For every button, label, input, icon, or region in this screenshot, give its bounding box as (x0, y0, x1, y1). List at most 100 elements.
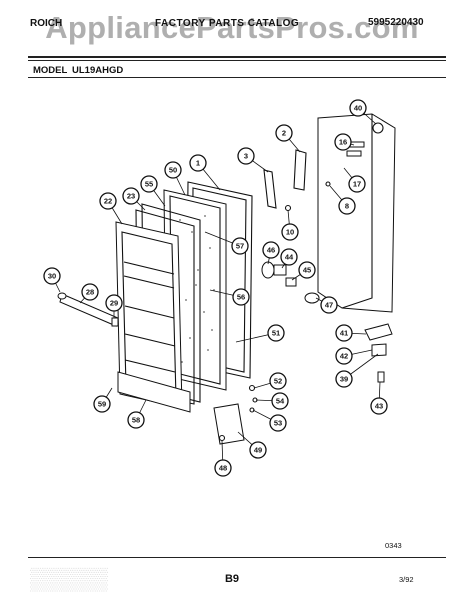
callout-circle (164, 161, 182, 179)
callout-circle (93, 395, 111, 413)
revision-date: 3/92 (399, 575, 414, 584)
callout-label: 17 (353, 180, 361, 189)
door-kick-plate (117, 371, 191, 413)
callout-label: 59 (98, 400, 106, 409)
callout-circle (232, 288, 250, 306)
callout-label: 55 (145, 180, 153, 189)
callout-circle (249, 441, 267, 459)
callout-43: 43 (370, 397, 388, 415)
callout-label: 57 (236, 242, 244, 251)
watermark-text: AppliancePartsPros.com (45, 10, 419, 45)
callout-57: 57 (231, 237, 249, 255)
callout-circle (122, 187, 140, 205)
callout-label: 54 (276, 397, 285, 406)
model-number: UL19AHGD (72, 65, 124, 76)
callout-40: 40 (349, 99, 367, 117)
callout-circle (99, 192, 117, 210)
callout-label: 49 (254, 446, 262, 455)
page-number: B9 (224, 573, 240, 585)
callout-circle (338, 197, 356, 215)
brand-name: ROICH (30, 18, 62, 29)
callout-label: 28 (86, 288, 94, 297)
callout-circle (275, 124, 293, 142)
callout-3: 3 (237, 147, 255, 165)
header-rule-thick (28, 56, 446, 58)
callout-label: 48 (219, 464, 227, 473)
switch-components (261, 261, 320, 304)
callout-49: 49 (249, 441, 267, 459)
callout-circle (280, 248, 298, 266)
callout-label: 22 (104, 197, 112, 206)
callout-label: 1 (196, 159, 200, 168)
callout-circle (348, 175, 366, 193)
reference-code: 0343 (385, 541, 402, 550)
brand-line-1: ROICH (30, 18, 63, 29)
callout-circle (269, 414, 287, 432)
callout-label: 2 (282, 129, 286, 138)
callout-53: 53 (269, 414, 287, 432)
hinge-hardware (364, 323, 393, 383)
callout-circle (189, 154, 207, 172)
callout-29: 29 (105, 294, 123, 312)
callout-39: 39 (335, 370, 353, 388)
callout-59: 59 (93, 395, 111, 413)
callout-22: 22 (99, 192, 117, 210)
callout-28: 28 (81, 283, 99, 301)
callout-17: 17 (348, 175, 366, 193)
callout-circle (127, 411, 145, 429)
shelf-rail (57, 292, 119, 327)
callout-circle (231, 237, 249, 255)
callout-44: 44 (280, 248, 298, 266)
callout-51: 51 (267, 324, 285, 342)
callout-label: 44 (285, 253, 294, 262)
callout-label: 58 (132, 416, 140, 425)
callout-label: 56 (237, 293, 245, 302)
callout-label: 47 (325, 301, 333, 310)
callout-30: 30 (43, 267, 61, 285)
callout-label: 51 (272, 329, 280, 338)
callout-23: 23 (122, 187, 140, 205)
callout-circle (105, 294, 123, 312)
callout-48: 48 (214, 459, 232, 477)
callout-label: 3 (244, 152, 248, 161)
callout-circle (370, 397, 388, 415)
callout-label: 50 (169, 166, 177, 175)
callout-45: 45 (298, 261, 316, 279)
callout-circle (335, 324, 353, 342)
callout-circle (262, 241, 280, 259)
callout-2: 2 (275, 124, 293, 142)
callout-circle (267, 324, 285, 342)
model-label: MODEL (33, 65, 68, 76)
callout-circle (43, 267, 61, 285)
callout-circle (349, 99, 367, 117)
callout-52: 52 (269, 372, 287, 390)
outer-door-panel (317, 113, 396, 313)
lower-bracket (213, 384, 258, 445)
callout-55: 55 (140, 175, 158, 193)
callout-label: 16 (339, 138, 347, 147)
callout-circle (335, 370, 353, 388)
footer-rule (28, 557, 446, 558)
callout-label: 29 (110, 299, 118, 308)
callout-47: 47 (320, 296, 338, 314)
model-rule (28, 77, 446, 78)
callout-label: 23 (127, 192, 135, 201)
callout-circle (237, 147, 255, 165)
callout-54: 54 (271, 392, 289, 410)
callout-10: 10 (281, 223, 299, 241)
callout-label: 10 (286, 228, 294, 237)
callout-circle (214, 459, 232, 477)
callout-1: 1 (189, 154, 207, 172)
callout-circle (281, 223, 299, 241)
callout-circle (334, 133, 352, 151)
footer-watermark: ▒▒▒▒▒ (30, 566, 108, 591)
callout-16: 16 (334, 133, 352, 151)
callout-label: 52 (274, 377, 282, 386)
callout-label: 40 (354, 104, 362, 113)
callout-label: 42 (340, 352, 348, 361)
callout-circle (271, 392, 289, 410)
callout-41: 41 (335, 324, 353, 342)
callout-circle (335, 347, 353, 365)
